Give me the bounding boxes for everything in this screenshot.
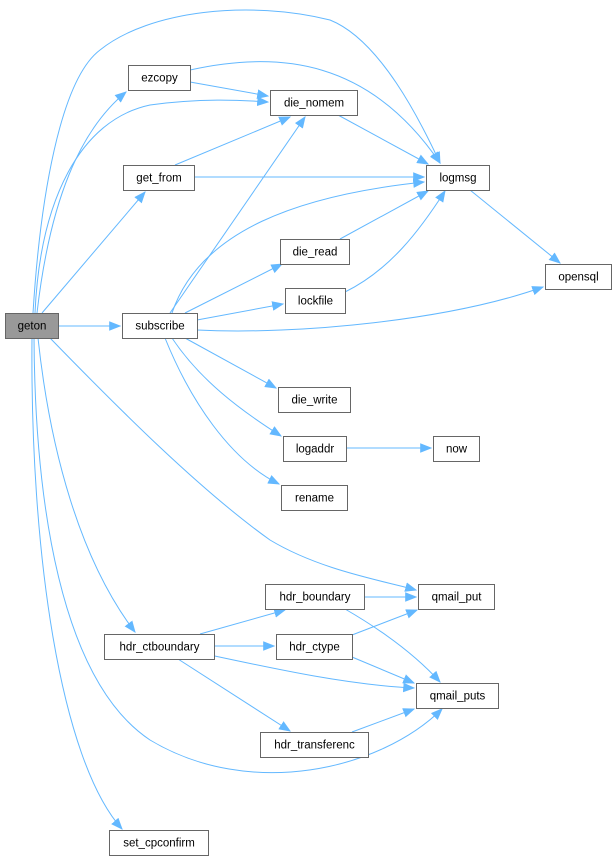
node-label: rename bbox=[295, 493, 334, 505]
node-logaddr[interactable]: logaddr bbox=[283, 436, 347, 462]
node-label: now bbox=[446, 444, 468, 456]
edge-hdr_ctboundary-to-qmail_puts bbox=[209, 654, 416, 693]
edge-lockfile-to-logmsg bbox=[344, 189, 446, 293]
node-box bbox=[545, 264, 612, 290]
edge-geton-to-ezcopy bbox=[36, 91, 127, 314]
node-box bbox=[276, 634, 353, 660]
node-box bbox=[426, 165, 490, 191]
node-label: ezcopy bbox=[141, 73, 178, 85]
node-label: die_write bbox=[291, 395, 337, 407]
edge-geton-to-logmsg bbox=[32, 9, 441, 314]
edge-hdr_boundary-to-qmail_puts bbox=[344, 608, 441, 683]
node-label: opensql bbox=[558, 272, 598, 284]
node-box bbox=[285, 288, 346, 314]
edge-get_from-to-die_nomem bbox=[174, 116, 292, 166]
node-label: hdr_ctype bbox=[289, 642, 340, 654]
node-box bbox=[128, 65, 191, 91]
node-now[interactable]: now bbox=[433, 436, 480, 462]
node-box bbox=[122, 313, 198, 339]
node-hdr-ctype[interactable]: hdr_ctype bbox=[276, 634, 353, 660]
edge-ezcopy-to-logmsg bbox=[189, 61, 441, 164]
node-label: hdr_ctboundary bbox=[120, 642, 200, 654]
node-die-nomem[interactable]: die_nomem bbox=[270, 90, 358, 116]
edge-hdr_transferenc-to-qmail_puts bbox=[351, 708, 416, 733]
node-label: die_nomem bbox=[284, 98, 344, 110]
node-label: logmsg bbox=[439, 173, 476, 185]
edge-hdr_ctboundary-to-hdr_boundary bbox=[199, 608, 287, 635]
node-box bbox=[270, 90, 358, 116]
node-rename[interactable]: rename bbox=[281, 485, 348, 511]
node-box bbox=[123, 165, 195, 191]
edge-die_nomem-to-logmsg bbox=[337, 114, 430, 165]
edge-geton-to-set_cpconfirm bbox=[31, 337, 123, 830]
edge-geton-to-hdr_ctboundary bbox=[37, 337, 136, 633]
edge-geton-to-qmail_put bbox=[49, 337, 418, 592]
edge-subscribe-to-die_nomem bbox=[169, 116, 306, 314]
node-label: logaddr bbox=[296, 444, 335, 456]
node-geton[interactable]: geton bbox=[5, 313, 59, 339]
node-hdr-ctboundary[interactable]: hdr_ctboundary bbox=[104, 634, 215, 660]
node-box bbox=[104, 634, 215, 660]
node-label: geton bbox=[18, 321, 47, 333]
node-label: lockfile bbox=[298, 296, 333, 308]
edge-subscribe-to-die_read bbox=[184, 263, 284, 314]
node-opensql[interactable]: opensql bbox=[545, 264, 612, 290]
edge-subscribe-to-lockfile bbox=[196, 301, 285, 321]
node-box bbox=[278, 387, 351, 413]
node-box bbox=[433, 436, 480, 462]
edge-hdr_ctype-to-qmail_put bbox=[351, 609, 419, 636]
node-hdr-boundary[interactable]: hdr_boundary bbox=[265, 584, 365, 610]
node-get-from[interactable]: get_from bbox=[123, 165, 195, 191]
edge-die_read-to-logmsg bbox=[339, 190, 430, 240]
edge-hdr_ctype-to-qmail_puts bbox=[351, 656, 416, 684]
edge-hdr_ctboundary-to-hdr_transferenc bbox=[177, 658, 292, 732]
node-logmsg[interactable]: logmsg bbox=[426, 165, 490, 191]
node-label: subscribe bbox=[135, 321, 184, 333]
node-box bbox=[283, 436, 347, 462]
node-hdr-transferenc[interactable]: hdr_transferenc bbox=[260, 732, 369, 758]
node-qmail-put[interactable]: qmail_put bbox=[418, 584, 495, 610]
edge-subscribe-to-logmsg bbox=[171, 178, 426, 314]
edge-geton-to-qmail_puts bbox=[33, 337, 443, 774]
node-label: get_from bbox=[136, 173, 181, 185]
node-label: qmail_put bbox=[432, 592, 483, 604]
node-label: die_read bbox=[293, 247, 338, 259]
edge-geton-to-die_nomem bbox=[34, 96, 270, 314]
node-box bbox=[5, 313, 59, 339]
node-box bbox=[260, 732, 369, 758]
node-box bbox=[109, 830, 209, 856]
node-qmail-puts[interactable]: qmail_puts bbox=[416, 683, 499, 709]
node-label: hdr_transferenc bbox=[274, 740, 355, 752]
edge-subscribe-to-rename bbox=[164, 337, 281, 485]
nodes-layer: geton ezcopy die_nomem get_from logmsg die_re… bbox=[5, 65, 612, 856]
node-box bbox=[281, 485, 348, 511]
node-box bbox=[265, 584, 365, 610]
node-box bbox=[280, 239, 350, 265]
node-box bbox=[416, 683, 499, 709]
node-subscribe[interactable]: subscribe bbox=[122, 313, 198, 339]
node-die-write[interactable]: die_write bbox=[278, 387, 351, 413]
node-set-cpconfirm[interactable]: set_cpconfirm bbox=[109, 830, 209, 856]
edge-logmsg-to-opensql bbox=[469, 189, 561, 264]
node-label: set_cpconfirm bbox=[123, 838, 195, 850]
edge-subscribe-to-die_write bbox=[184, 337, 278, 389]
node-label: qmail_puts bbox=[430, 691, 486, 703]
node-ezcopy[interactable]: ezcopy bbox=[128, 65, 191, 91]
edge-ezcopy-to-die_nomem bbox=[189, 81, 270, 99]
edge-geton-to-get_from bbox=[41, 191, 146, 314]
node-box bbox=[418, 584, 495, 610]
edge-subscribe-to-logaddr bbox=[171, 337, 283, 437]
node-die-read[interactable]: die_read bbox=[280, 239, 350, 265]
edge-subscribe-to-opensql bbox=[196, 286, 545, 332]
node-label: hdr_boundary bbox=[280, 592, 351, 604]
node-lockfile[interactable]: lockfile bbox=[285, 288, 346, 314]
edges-layer bbox=[31, 9, 561, 830]
